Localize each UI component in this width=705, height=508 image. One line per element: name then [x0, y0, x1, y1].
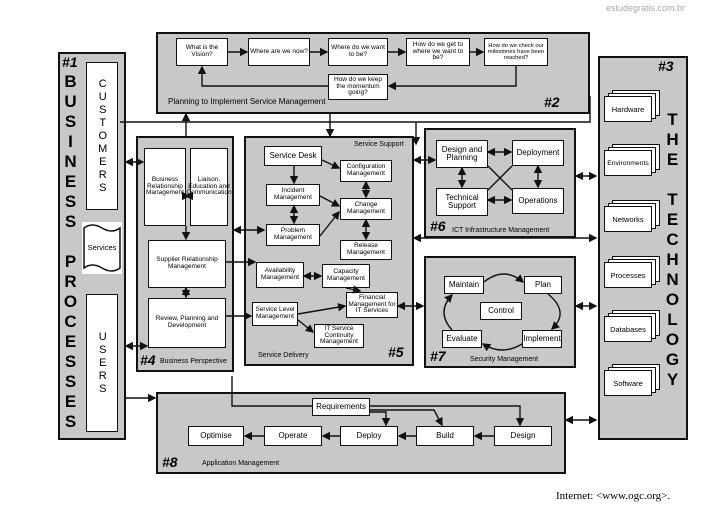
planning-number: #2	[544, 94, 560, 110]
optimise-box: Optimise	[188, 426, 244, 446]
business-perspective-number: #4	[140, 352, 156, 368]
maintain-box: Maintain	[444, 276, 484, 294]
ict-label: ICT Infrastructure Management	[452, 227, 550, 234]
citation: Internet: <www.ogc.org>.	[556, 490, 671, 502]
operations-box: Operations	[512, 188, 564, 214]
application-label: Application Management	[202, 460, 280, 467]
problem-box: Problem Management	[266, 224, 320, 246]
business-processes-title: BUSINESS PROCESSES	[61, 72, 80, 432]
users-box: USERS	[86, 294, 118, 432]
release-box: Release Management	[340, 240, 392, 260]
tech-hardware-label: Hardware	[604, 96, 652, 122]
supplier-box: Supplier Relationship Management	[148, 240, 226, 288]
business-perspective-label: Business Perspective	[160, 358, 227, 365]
technical-support-box: Technical Support	[436, 188, 488, 216]
step-milestones: How do we check our milestones have been…	[484, 38, 548, 66]
service-level-box: Service Level Management	[252, 302, 298, 326]
tech-databases-label: Databases	[604, 316, 652, 342]
continuity-box: IT Service Continuity Management	[314, 324, 364, 348]
step-how-get: How do we get to where we want to be?	[406, 38, 470, 66]
deployment-box: Deployment	[512, 140, 564, 166]
customers-box: CUSTOMERS	[86, 62, 118, 210]
deploy-box: Deploy	[340, 426, 398, 446]
ict-number: #6	[430, 218, 446, 234]
step-where-now: Where are we now?	[248, 38, 310, 66]
liaison-box: Liaison, Education and Communication	[186, 148, 232, 226]
technology-number: #3	[658, 58, 674, 74]
tech-networks-label: Networks	[604, 206, 652, 232]
services-label: Services	[87, 243, 117, 253]
incident-box: Incident Management	[266, 184, 320, 206]
technology-title: THE TECHNOLOGY	[663, 110, 682, 390]
business-number: #1	[62, 54, 78, 70]
application-number: #8	[162, 454, 178, 470]
build-box: Build	[416, 426, 474, 446]
planning-label: Planning to Implement Service Management	[168, 97, 326, 106]
control-box: Control	[480, 302, 522, 320]
customers-label: CUSTOMERS	[96, 77, 109, 195]
security-label: Security Management	[470, 356, 539, 363]
plan-box: Plan	[524, 276, 562, 294]
services-shape: Services	[82, 222, 122, 274]
availability-box: Availability Management	[256, 262, 304, 288]
step-vision: What is the Vision?	[176, 38, 228, 66]
tech-processes-label: Processes	[604, 262, 652, 288]
step-momentum: How do we keep the momentum going?	[328, 74, 388, 100]
service-management-number: #5	[388, 344, 404, 360]
design-planning-box: Design and Planning	[436, 140, 488, 168]
financial-box: Financial Management for IT Services	[346, 292, 398, 318]
implement-box: Implement	[522, 330, 562, 348]
service-support-label: Service Support	[354, 141, 404, 148]
requirements-box: Requirements	[312, 398, 370, 416]
app-design-box: Design	[494, 426, 552, 446]
operate-box: Operate	[264, 426, 322, 446]
capacity-box: Capacity Management	[322, 264, 370, 288]
evaluate-box: Evaluate	[442, 330, 482, 348]
service-desk-box: Service Desk	[264, 146, 322, 166]
brm-box: Business Relationship Management	[144, 148, 186, 226]
service-delivery-label: Service Delivery	[258, 352, 309, 359]
users-label: USERS	[96, 330, 109, 396]
tech-environments-label: Environments	[604, 150, 652, 176]
security-number: #7	[430, 348, 446, 364]
watermark: estudegratis.com.br	[606, 3, 686, 13]
review-box: Review, Planning and Development	[148, 298, 226, 348]
tech-software-label: Software	[604, 370, 652, 396]
step-where-want: Where do we want to be?	[328, 38, 388, 66]
